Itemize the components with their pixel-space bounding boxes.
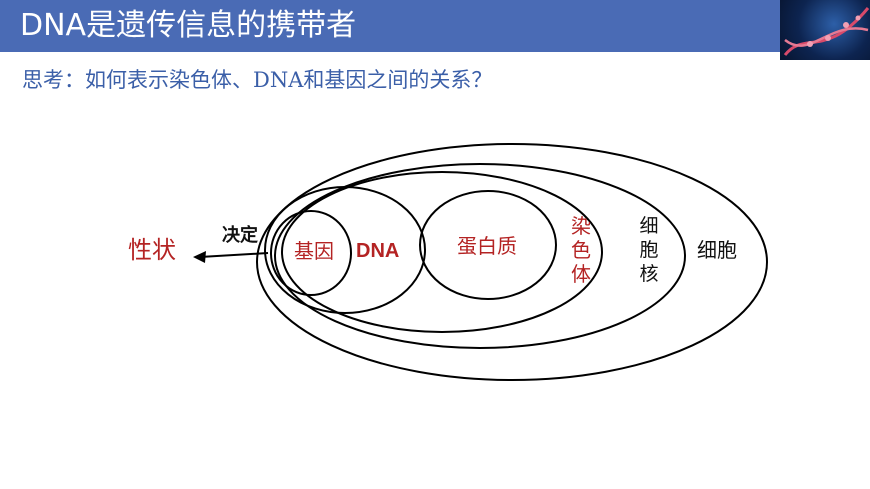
dna-helix-image	[780, 0, 870, 60]
nucleus-ellipse	[274, 163, 686, 349]
gene-label: 基因	[294, 239, 334, 263]
title-bar: DNA是遗传信息的携带者	[0, 0, 780, 52]
chromosome-ellipse	[281, 171, 603, 333]
dna-label: DNA	[356, 240, 400, 262]
page-title: DNA是遗传信息的携带者	[20, 8, 357, 43]
cell-ellipse	[256, 143, 768, 381]
protein-ellipse	[419, 190, 557, 300]
trait-label: 性状	[128, 236, 176, 264]
cell-label: 细胞	[697, 238, 737, 262]
nucleus-label: 细胞核	[639, 215, 659, 285]
dna-ellipse	[264, 186, 426, 314]
gene-ellipse	[270, 210, 352, 296]
protein-label: 蛋白质	[457, 234, 517, 258]
determine-arrow-head	[193, 251, 206, 263]
determine-arrow-line	[199, 252, 269, 258]
chromosome-label: 染色体	[571, 214, 591, 286]
question-text: 思考：如何表示染色体、DNA和基因之间的关系？	[22, 68, 493, 92]
determine-label: 决定	[222, 225, 258, 245]
